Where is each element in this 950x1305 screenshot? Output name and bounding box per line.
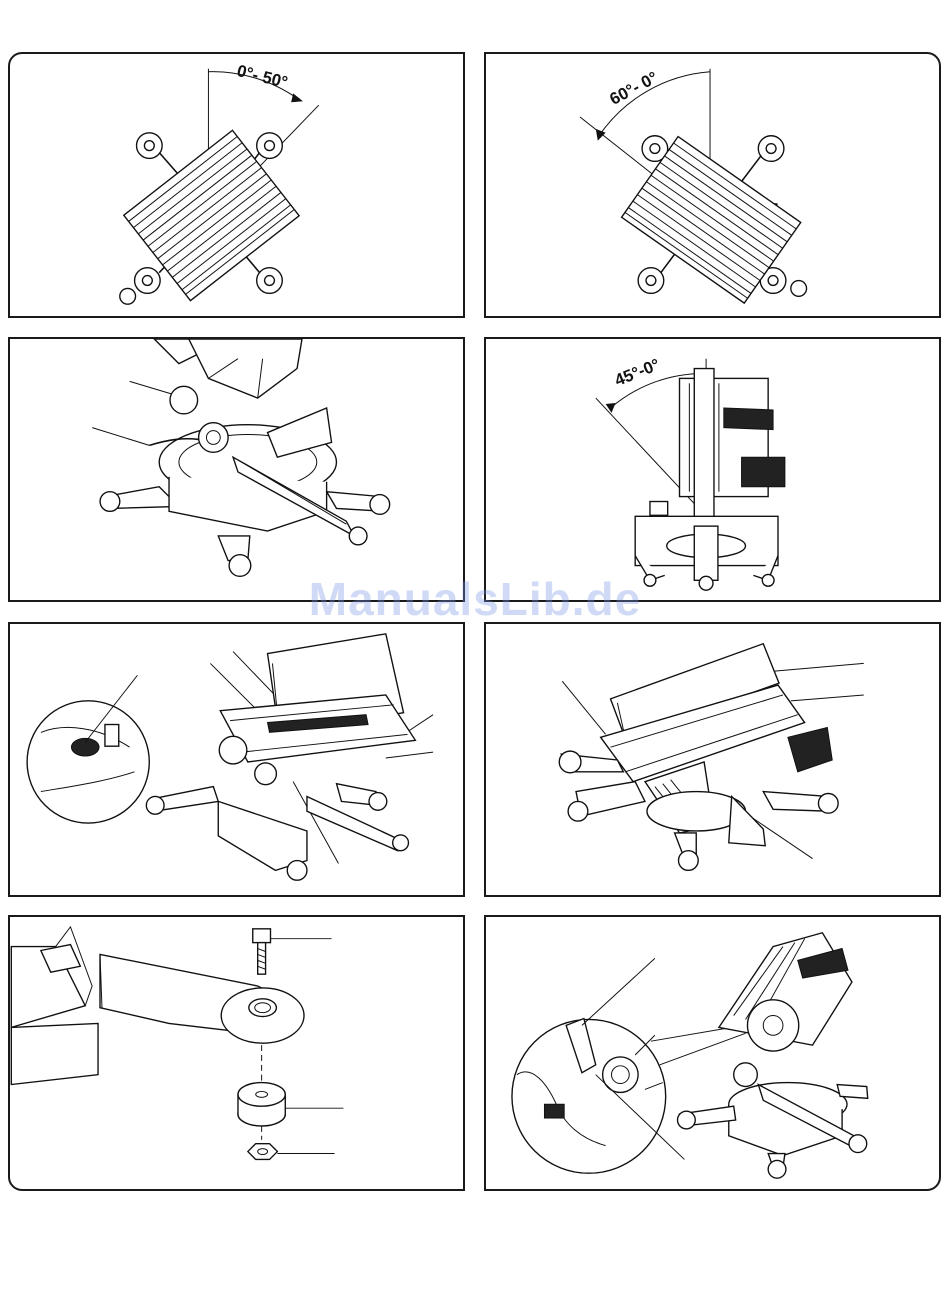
panel-saw-base-perspective <box>8 337 465 602</box>
panel-miter-angle-right: 0°- 50° <box>8 52 465 318</box>
angle-label-45-0: 45°-0° <box>612 355 663 390</box>
foot-mounting-illustration <box>10 917 463 1189</box>
saw-base-illustration <box>10 339 463 600</box>
panel-bevel-angle: 45°-0° <box>484 337 941 602</box>
bevel-angle-illustration: 45°-0° <box>486 339 939 600</box>
miter-right-illustration: 0°- 50° <box>10 54 463 316</box>
panel-foot-mounting <box>8 915 465 1191</box>
table-mode-illustration <box>10 624 463 895</box>
panel-miter-angle-left: 60°- 0° <box>484 52 941 318</box>
panel-table-mode-top <box>484 622 941 897</box>
angle-label-60-0: 60°- 0° <box>606 68 660 109</box>
table-top-illustration <box>486 624 939 895</box>
miter-left-illustration: 60°- 0° <box>486 54 939 316</box>
panel-table-mode-inset <box>8 622 465 897</box>
panel-lock-pin-inset <box>484 915 941 1191</box>
lock-pin-illustration <box>486 917 939 1189</box>
angle-label-0-50: 0°- 50° <box>235 61 290 92</box>
